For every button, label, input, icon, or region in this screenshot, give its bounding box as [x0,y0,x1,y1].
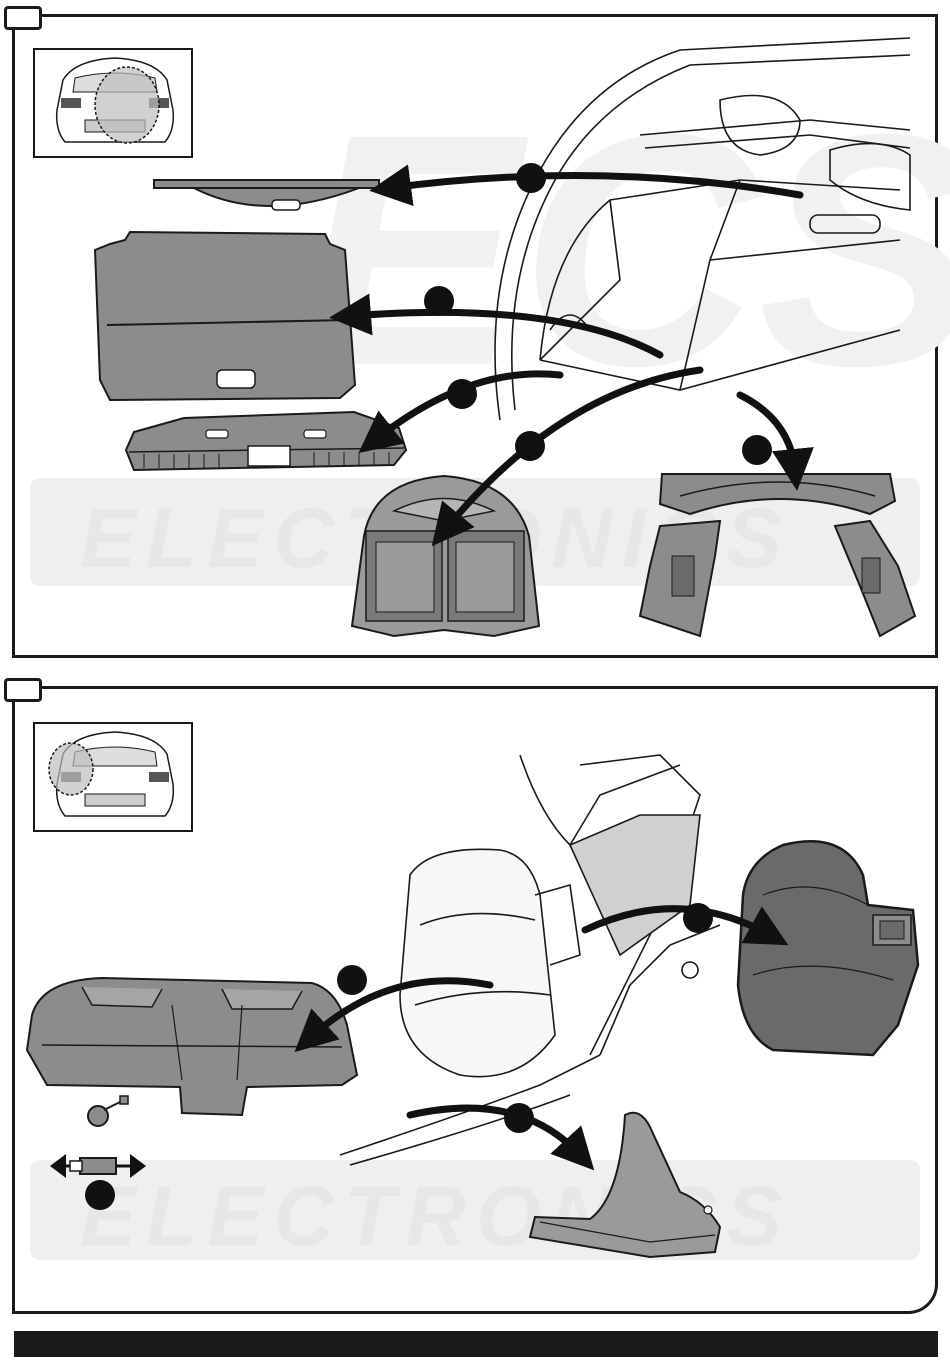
step-marker [337,965,367,995]
step-marker [683,903,713,933]
step-marker [504,1103,534,1133]
step-marker [85,1180,115,1210]
footer-bar [14,1331,938,1357]
